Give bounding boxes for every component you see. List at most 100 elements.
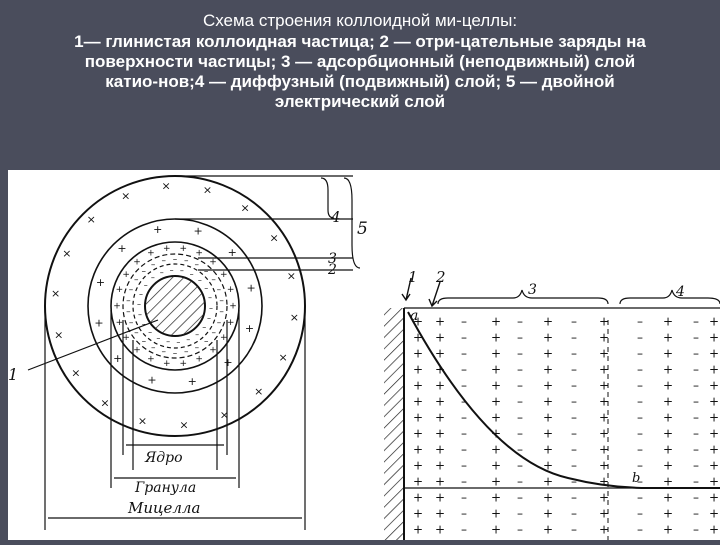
label-b: b	[632, 471, 640, 486]
minus-charge-sign: –	[461, 443, 467, 457]
plus-charge-sign: +	[96, 276, 105, 289]
dimension-lines	[27, 175, 353, 530]
plus-charge-sign: +	[413, 315, 423, 329]
minus-charge-sign: –	[142, 266, 147, 276]
plus-charge-sign: +	[663, 475, 673, 489]
minus-charge-sign: –	[217, 285, 222, 295]
minus-charge-sign: –	[142, 319, 146, 328]
minus-charge-sign: –	[637, 507, 643, 521]
minus-charge-sign: –	[637, 347, 643, 361]
minus-charge-sign: –	[161, 256, 166, 266]
minus-charge-sign: –	[184, 347, 189, 357]
minus-charge-sign: ×	[121, 190, 130, 203]
minus-charge-sign: ×	[278, 351, 287, 364]
plus-charge-sign: +	[193, 224, 202, 237]
minus-charge-sign: –	[461, 475, 467, 489]
plus-charge-sign: +	[543, 491, 553, 505]
minus-charge-sign: –	[204, 284, 208, 293]
plus-charge-sign: +	[599, 347, 609, 361]
plus-charge-sign: +	[435, 459, 445, 473]
bracket-layer-4	[320, 177, 335, 219]
plus-charge-sign: +	[179, 359, 187, 369]
plus-charge-sign: +	[543, 459, 553, 473]
minus-charge-sign: –	[180, 266, 184, 275]
minus-charge-sign: –	[517, 315, 523, 329]
charge-signs-right: ++++++++++++++++++++++++++++––––––––––––…	[413, 315, 719, 537]
plus-charge-sign: +	[543, 363, 553, 377]
minus-charge-sign: –	[571, 475, 577, 489]
plus-charge-sign: +	[491, 347, 501, 361]
minus-charge-sign: –	[571, 507, 577, 521]
minus-charge-sign: ×	[220, 408, 229, 421]
plus-charge-sign: +	[147, 354, 155, 364]
minus-charge-sign: –	[517, 379, 523, 393]
minus-charge-sign: –	[208, 293, 212, 302]
minus-charge-sign: ×	[54, 329, 63, 342]
plus-charge-sign: +	[709, 427, 719, 441]
plus-charge-sign: +	[413, 523, 423, 537]
minus-charge-sign: –	[693, 507, 699, 521]
minus-charge-sign: –	[461, 363, 467, 377]
plus-charge-sign: +	[543, 347, 553, 361]
plus-charge-sign: +	[209, 258, 217, 268]
plus-charge-sign: +	[413, 363, 423, 377]
plus-charge-sign: +	[599, 395, 609, 409]
minus-charge-sign: –	[693, 427, 699, 441]
minus-charge-sign: –	[461, 379, 467, 393]
plus-charge-sign: +	[663, 507, 673, 521]
plus-charge-sign: +	[709, 443, 719, 457]
plus-charge-sign: +	[133, 258, 141, 268]
minus-charge-sign: –	[134, 328, 139, 338]
minus-charge-sign: –	[186, 335, 190, 344]
minus-charge-sign: –	[209, 303, 213, 312]
minus-charge-sign: ×	[254, 385, 263, 398]
plus-charge-sign: +	[599, 523, 609, 537]
minus-charge-sign: –	[637, 491, 643, 505]
plus-charge-sign: +	[122, 270, 130, 280]
plus-charge-sign: +	[228, 246, 237, 259]
minus-charge-sign: ×	[240, 202, 249, 215]
plus-charge-sign: +	[147, 249, 155, 259]
minus-charge-sign: ×	[290, 311, 299, 324]
plus-charge-sign: +	[709, 347, 719, 361]
minus-charge-sign: –	[637, 331, 643, 345]
plus-charge-sign: +	[491, 315, 501, 329]
label-granule: Гранула	[134, 480, 196, 496]
plus-charge-sign: +	[663, 331, 673, 345]
label-n3-right: 3	[528, 282, 537, 298]
minus-charge-sign: –	[637, 475, 643, 489]
plus-charge-sign: +	[663, 491, 673, 505]
minus-charge-sign: –	[571, 523, 577, 537]
minus-charge-sign: –	[156, 333, 160, 342]
minus-charge-sign: ×	[161, 179, 170, 192]
label-core: Ядро	[144, 450, 183, 466]
label-n5-left: 5	[357, 219, 368, 239]
plus-charge-sign: +	[179, 244, 187, 254]
plus-charge-sign: +	[435, 347, 445, 361]
core-hatching	[145, 276, 205, 336]
minus-charge-sign: –	[151, 260, 156, 270]
minus-charge-sign: –	[204, 266, 209, 276]
minus-charge-sign: –	[461, 523, 467, 537]
plus-charge-sign: +	[599, 491, 609, 505]
minus-charge-sign: ×	[100, 396, 109, 409]
minus-charge-sign: –	[170, 266, 174, 275]
plus-charge-sign: +	[220, 333, 228, 343]
minus-charge-sign: –	[571, 347, 577, 361]
plus-charge-sign: +	[491, 475, 501, 489]
minus-charge-sign: –	[693, 347, 699, 361]
plus-charge-sign: +	[663, 523, 673, 537]
plus-charge-sign: +	[663, 347, 673, 361]
plus-charge-sign: +	[227, 285, 235, 295]
minus-charge-sign: –	[148, 327, 152, 336]
plus-charge-sign: +	[246, 282, 255, 295]
plus-charge-sign: +	[413, 475, 423, 489]
plus-charge-sign: +	[435, 507, 445, 521]
slide-heading: Схема строения коллоидной ми-целлы:	[202, 11, 518, 30]
plus-charge-sign: +	[491, 363, 501, 377]
plus-charge-sign: +	[229, 302, 237, 312]
minus-charge-sign: –	[173, 255, 178, 265]
plus-charge-sign: +	[116, 318, 124, 328]
plus-charge-sign: +	[599, 459, 609, 473]
plus-charge-sign: +	[413, 347, 423, 361]
